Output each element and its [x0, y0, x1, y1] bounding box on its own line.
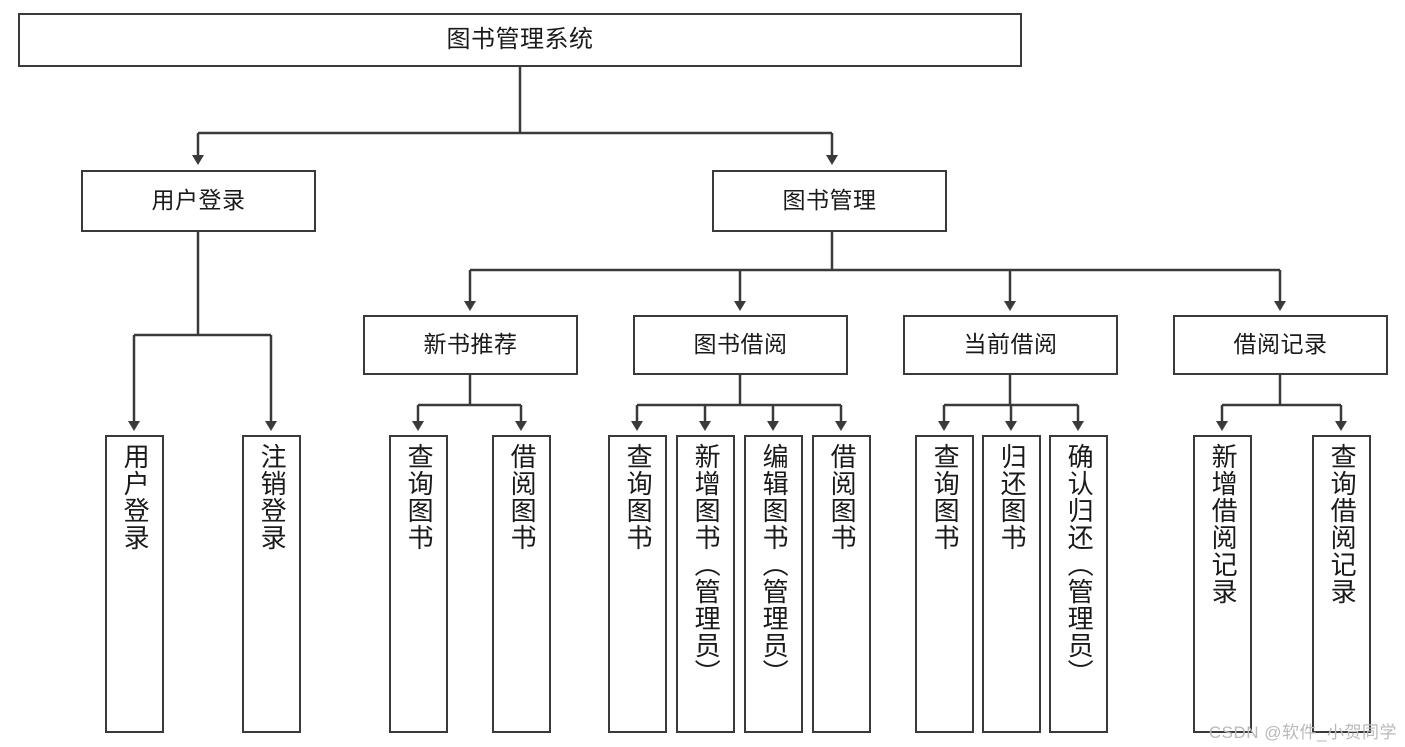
node-label: 新书推荐: [423, 331, 518, 358]
node-current-borrow[interactable]: 当前借阅: [903, 315, 1118, 375]
node-book-borrow[interactable]: 图书借阅: [633, 315, 848, 375]
node-leaf-user-login[interactable]: 用户登录: [105, 435, 164, 733]
node-leaf-add-record[interactable]: 新增借阅记录: [1193, 435, 1252, 733]
node-label: 新增图书（管理员）: [691, 443, 722, 686]
node-leaf-query-record[interactable]: 查询借阅记录: [1312, 435, 1371, 733]
node-label: 图书借阅: [693, 331, 788, 358]
node-label: 注销登录: [257, 443, 288, 551]
node-label: 编辑图书（管理员）: [759, 443, 790, 686]
node-label: 图书管理: [782, 187, 877, 214]
node-book-management[interactable]: 图书管理: [712, 170, 947, 232]
node-label: 查询图书: [930, 443, 961, 551]
node-leaf-query-book-2[interactable]: 查询图书: [608, 435, 667, 733]
node-label: 确认归还（管理员）: [1064, 443, 1095, 686]
node-new-book-recommend[interactable]: 新书推荐: [363, 315, 578, 375]
node-leaf-logout[interactable]: 注销登录: [242, 435, 301, 733]
node-user-login[interactable]: 用户登录: [81, 170, 316, 232]
node-leaf-return-book[interactable]: 归还图书: [982, 435, 1041, 733]
node-label: 用户登录: [120, 443, 151, 551]
node-label: 查询借阅记录: [1327, 443, 1358, 605]
node-leaf-query-book-1[interactable]: 查询图书: [389, 435, 448, 733]
node-label: 用户登录: [151, 187, 246, 214]
csdn-watermark: CSDN @软件_小贺同学: [1208, 723, 1397, 742]
node-label: 查询图书: [623, 443, 654, 551]
node-label: 归还图书: [997, 443, 1028, 551]
node-leaf-confirm-return[interactable]: 确认归还（管理员）: [1049, 435, 1108, 733]
node-leaf-edit-book[interactable]: 编辑图书（管理员）: [744, 435, 803, 733]
node-borrow-record[interactable]: 借阅记录: [1173, 315, 1388, 375]
node-label: 借阅记录: [1233, 331, 1328, 358]
node-label: 借阅图书: [507, 443, 538, 551]
node-label: 当前借阅: [963, 331, 1058, 358]
node-leaf-query-book-3[interactable]: 查询图书: [915, 435, 974, 733]
node-leaf-add-book[interactable]: 新增图书（管理员）: [676, 435, 735, 733]
node-label: 新增借阅记录: [1208, 443, 1239, 605]
node-label: 图书管理系统: [446, 25, 594, 53]
node-leaf-borrow-book-1[interactable]: 借阅图书: [492, 435, 551, 733]
node-root-book-management-system[interactable]: 图书管理系统: [18, 13, 1022, 67]
node-leaf-borrow-book-2[interactable]: 借阅图书: [812, 435, 871, 733]
node-label: 借阅图书: [827, 443, 858, 551]
node-label: 查询图书: [404, 443, 435, 551]
